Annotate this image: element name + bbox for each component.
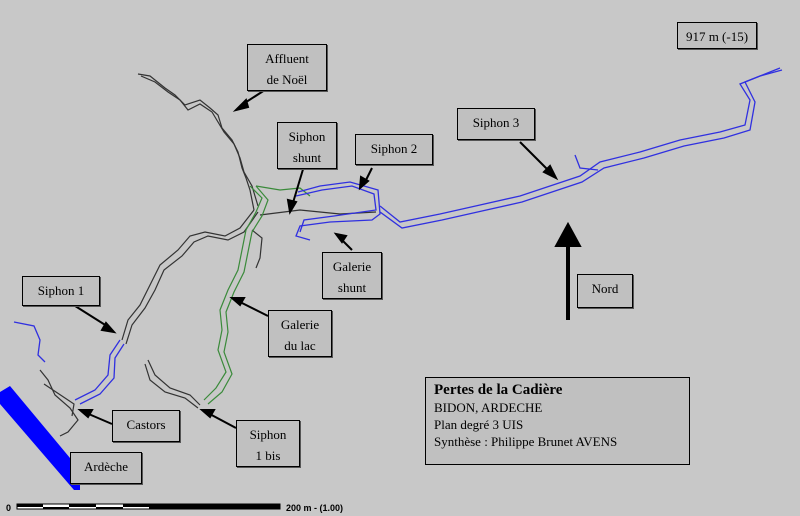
scale-start-label: 0 <box>6 503 12 513</box>
castors-label: Castors <box>112 410 180 442</box>
label-arrows <box>71 87 582 429</box>
cave-location: BIDON, ARDECHE <box>434 400 543 415</box>
dry-galleries <box>39 73 377 437</box>
siphon-2-label: Siphon 2 <box>355 134 433 165</box>
label-text: Siphon 2 <box>370 141 418 156</box>
label-line: Affluent <box>265 51 309 66</box>
label-line: Siphon <box>288 129 326 144</box>
siphon-shunt-label: Siphon shunt <box>277 122 337 169</box>
galerie-du-lac-label: Galerie du lac <box>268 310 332 357</box>
siphon-1-label: Siphon 1 <box>22 276 100 306</box>
label-line: Galerie <box>280 317 320 332</box>
label-text: Siphon 3 <box>472 115 520 130</box>
siphon-galleries <box>13 67 783 405</box>
siphon-3-label: Siphon 3 <box>457 108 535 140</box>
depth-label: 917 m (-15) <box>677 22 757 49</box>
label-line: Siphon <box>249 427 287 442</box>
label-text: Castors <box>126 417 166 432</box>
depth-text: 917 m (-15) <box>685 29 749 44</box>
galerie-shunt-label: Galerie shunt <box>322 252 382 299</box>
lake-gallery <box>203 185 311 405</box>
ardeche-river <box>0 386 80 490</box>
survey-grade: Plan degré 3 UIS <box>434 417 524 432</box>
label-line: shunt <box>292 150 322 165</box>
title-cartouche: Pertes de la Cadière BIDON, ARDECHE Plan… <box>425 377 690 465</box>
scale-end-label: 200 m - (1.00) <box>286 503 344 513</box>
label-line: du lac <box>284 338 316 353</box>
nord-label: Nord <box>577 274 633 308</box>
ardeche-label: Ardèche <box>70 452 142 484</box>
label-text: Ardèche <box>83 459 129 474</box>
label-text: Nord <box>591 281 619 296</box>
label-text: Siphon 1 <box>37 283 85 298</box>
affluent-de-noel-label: Affluent de Noël <box>247 44 327 91</box>
label-line: de Noël <box>266 72 308 87</box>
cave-title: Pertes de la Cadière <box>434 382 563 398</box>
siphon-1-bis-label: Siphon 1 bis <box>236 420 300 467</box>
scale-bar <box>16 503 281 510</box>
survey-author: Synthèse : Philippe Brunet AVENS <box>434 434 618 449</box>
label-line: 1 bis <box>255 448 281 463</box>
label-line: Galerie <box>332 259 372 274</box>
label-line: shunt <box>337 280 367 295</box>
